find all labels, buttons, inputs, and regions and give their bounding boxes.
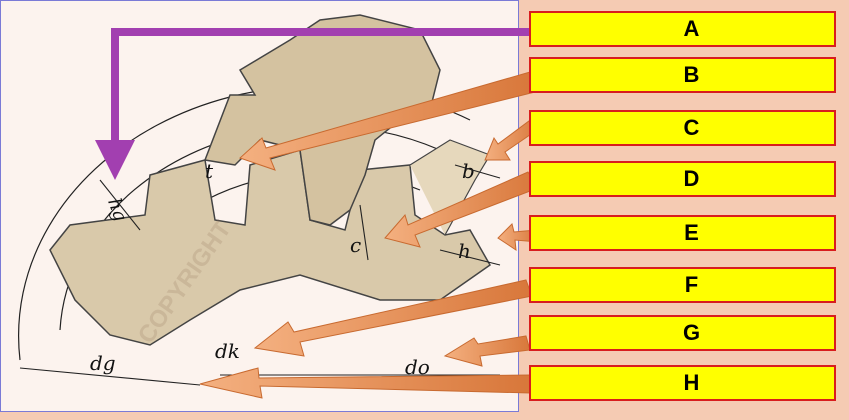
- label-box-b[interactable]: B: [529, 57, 836, 93]
- dim-label-h: h: [458, 239, 471, 263]
- label-letter-f: F: [684, 272, 699, 297]
- dim-label-dk: dk: [215, 339, 240, 363]
- label-letter-g: G: [682, 320, 701, 345]
- label-letter-d: D: [683, 166, 700, 191]
- label-box-c[interactable]: C: [529, 110, 836, 146]
- dim-label-b: b: [462, 159, 475, 183]
- arrow-b: [239, 71, 536, 171]
- dim-label-t: t: [205, 159, 214, 183]
- dim-label-c: c: [350, 233, 361, 257]
- arrow-f: [253, 279, 533, 357]
- label-box-g[interactable]: G: [529, 315, 836, 351]
- label-box-h[interactable]: H: [529, 365, 836, 401]
- label-letter-c: C: [683, 115, 700, 140]
- label-letter-b: B: [683, 62, 700, 87]
- arrow-a: [95, 28, 540, 180]
- lower-gear: [49, 139, 491, 346]
- arrow-h: [199, 367, 531, 399]
- label-box-d[interactable]: D: [529, 161, 836, 197]
- orange-arrows: [199, 71, 541, 399]
- label-letter-e: E: [684, 220, 699, 245]
- dimension-lines: [19, 164, 501, 386]
- arrow-d: [384, 171, 539, 248]
- dim-label-dg: dg: [90, 351, 116, 375]
- arrow-g: [443, 335, 531, 367]
- label-box-e[interactable]: E: [529, 215, 836, 251]
- label-letter-a: A: [683, 16, 700, 41]
- label-box-a[interactable]: A: [529, 11, 836, 47]
- label-box-f[interactable]: F: [529, 267, 836, 303]
- label-letter-h: H: [683, 370, 700, 395]
